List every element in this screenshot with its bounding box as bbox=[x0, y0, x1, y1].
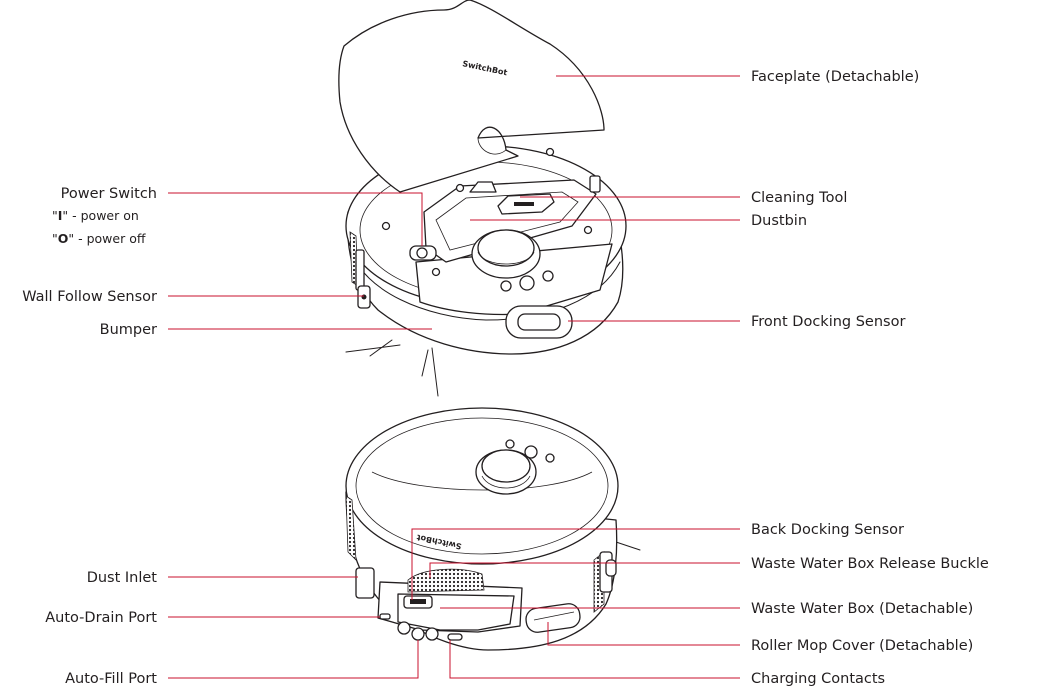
drain-port-marker bbox=[379, 613, 391, 620]
dustbin-inner bbox=[435, 191, 579, 251]
leader-auto-fill bbox=[168, 640, 419, 679]
label-auto-drain-port: Auto-Drain Port bbox=[45, 610, 157, 626]
rear-lidar-top bbox=[481, 449, 531, 483]
screw-4 bbox=[583, 225, 593, 235]
lidar-turret-top bbox=[477, 229, 535, 267]
roller-mop-cover bbox=[525, 603, 581, 633]
rear-side-brush bbox=[615, 541, 641, 551]
power-on-symbol: I bbox=[58, 208, 63, 223]
label-faceplate: Faceplate (Detachable) bbox=[751, 69, 919, 85]
dust-inlet bbox=[355, 567, 375, 599]
screw-3 bbox=[431, 267, 441, 277]
lidar-turret-ring bbox=[477, 251, 535, 265]
button-left bbox=[500, 280, 512, 292]
cleaning-tool-bristles bbox=[514, 202, 534, 206]
rear-button-3 bbox=[545, 453, 555, 463]
labels: Faceplate (Detachable) Cleaning Tool Dus… bbox=[22, 69, 989, 687]
auto-port-3 bbox=[425, 627, 439, 641]
power-on-quote: " bbox=[52, 208, 58, 223]
leader-power-switch bbox=[168, 192, 423, 246]
label-waste-water-box: Waste Water Box (Detachable) bbox=[751, 601, 973, 617]
leader-lines bbox=[168, 75, 740, 679]
label-bumper: Bumper bbox=[100, 322, 157, 338]
leader-roller-mop bbox=[547, 622, 740, 646]
label-roller-mop-cover: Roller Mop Cover (Detachable) bbox=[751, 638, 973, 654]
label-cleaning-tool: Cleaning Tool bbox=[751, 190, 847, 206]
rear-left-grille bbox=[345, 495, 357, 562]
auto-fill-port bbox=[411, 627, 425, 641]
screw-2 bbox=[381, 221, 391, 231]
charging-contact bbox=[447, 633, 463, 641]
roller-mop-cover-slot bbox=[533, 611, 575, 621]
front-docking-sensor-lens bbox=[517, 313, 561, 331]
left-side-clip bbox=[355, 249, 365, 291]
screw-5 bbox=[545, 147, 555, 157]
right-side-clip bbox=[589, 175, 601, 193]
label-power-off: "O" - power off bbox=[52, 231, 146, 246]
screw-1 bbox=[455, 183, 465, 193]
rear-right-sensor bbox=[605, 559, 617, 577]
power-off-text: " - power off bbox=[68, 231, 145, 246]
faceplate-notch bbox=[477, 137, 507, 155]
power-switch-knob bbox=[416, 247, 428, 259]
leader-release-buckle bbox=[429, 562, 740, 578]
rear-button-2 bbox=[524, 445, 538, 459]
side-brush-left bbox=[345, 339, 401, 357]
label-power-switch: Power Switch bbox=[61, 186, 157, 202]
button-right bbox=[542, 270, 554, 282]
label-back-docking-sensor: Back Docking Sensor bbox=[751, 522, 904, 538]
bottom-robot-illustration: SwitchBot bbox=[345, 407, 641, 651]
button-power bbox=[519, 275, 535, 291]
label-wall-follow-sensor: Wall Follow Sensor bbox=[22, 289, 157, 305]
label-auto-fill-port: Auto-Fill Port bbox=[65, 671, 157, 687]
dustbin-handle bbox=[469, 181, 497, 193]
power-off-quote: " bbox=[52, 231, 58, 246]
rear-lid-line bbox=[371, 471, 593, 491]
label-power-on: "I" - power on bbox=[52, 208, 139, 223]
label-dustbin: Dustbin bbox=[751, 213, 807, 229]
leader-back-docking bbox=[411, 528, 740, 600]
top-robot-illustration: SwitchBot bbox=[338, 0, 627, 397]
leader-charging bbox=[449, 640, 740, 679]
label-release-buckle: Waste Water Box Release Buckle bbox=[751, 556, 989, 572]
rear-lidar-ring bbox=[481, 475, 531, 489]
back-docking-sensor-lens bbox=[410, 599, 426, 604]
side-brush-right bbox=[421, 347, 439, 397]
rear-inner-shell bbox=[355, 417, 609, 555]
power-off-symbol: O bbox=[58, 231, 69, 246]
waste-water-release-buckle bbox=[407, 568, 485, 593]
label-charging-contacts: Charging Contacts bbox=[751, 671, 885, 687]
power-on-text: " - power on bbox=[62, 208, 138, 223]
rear-button-1 bbox=[505, 439, 515, 449]
auto-drain-port bbox=[397, 621, 411, 635]
faceplate bbox=[338, 0, 605, 193]
label-dust-inlet: Dust Inlet bbox=[87, 570, 158, 586]
wall-follow-sensor-dot bbox=[361, 294, 367, 300]
label-front-docking-sensor: Front Docking Sensor bbox=[751, 314, 905, 330]
